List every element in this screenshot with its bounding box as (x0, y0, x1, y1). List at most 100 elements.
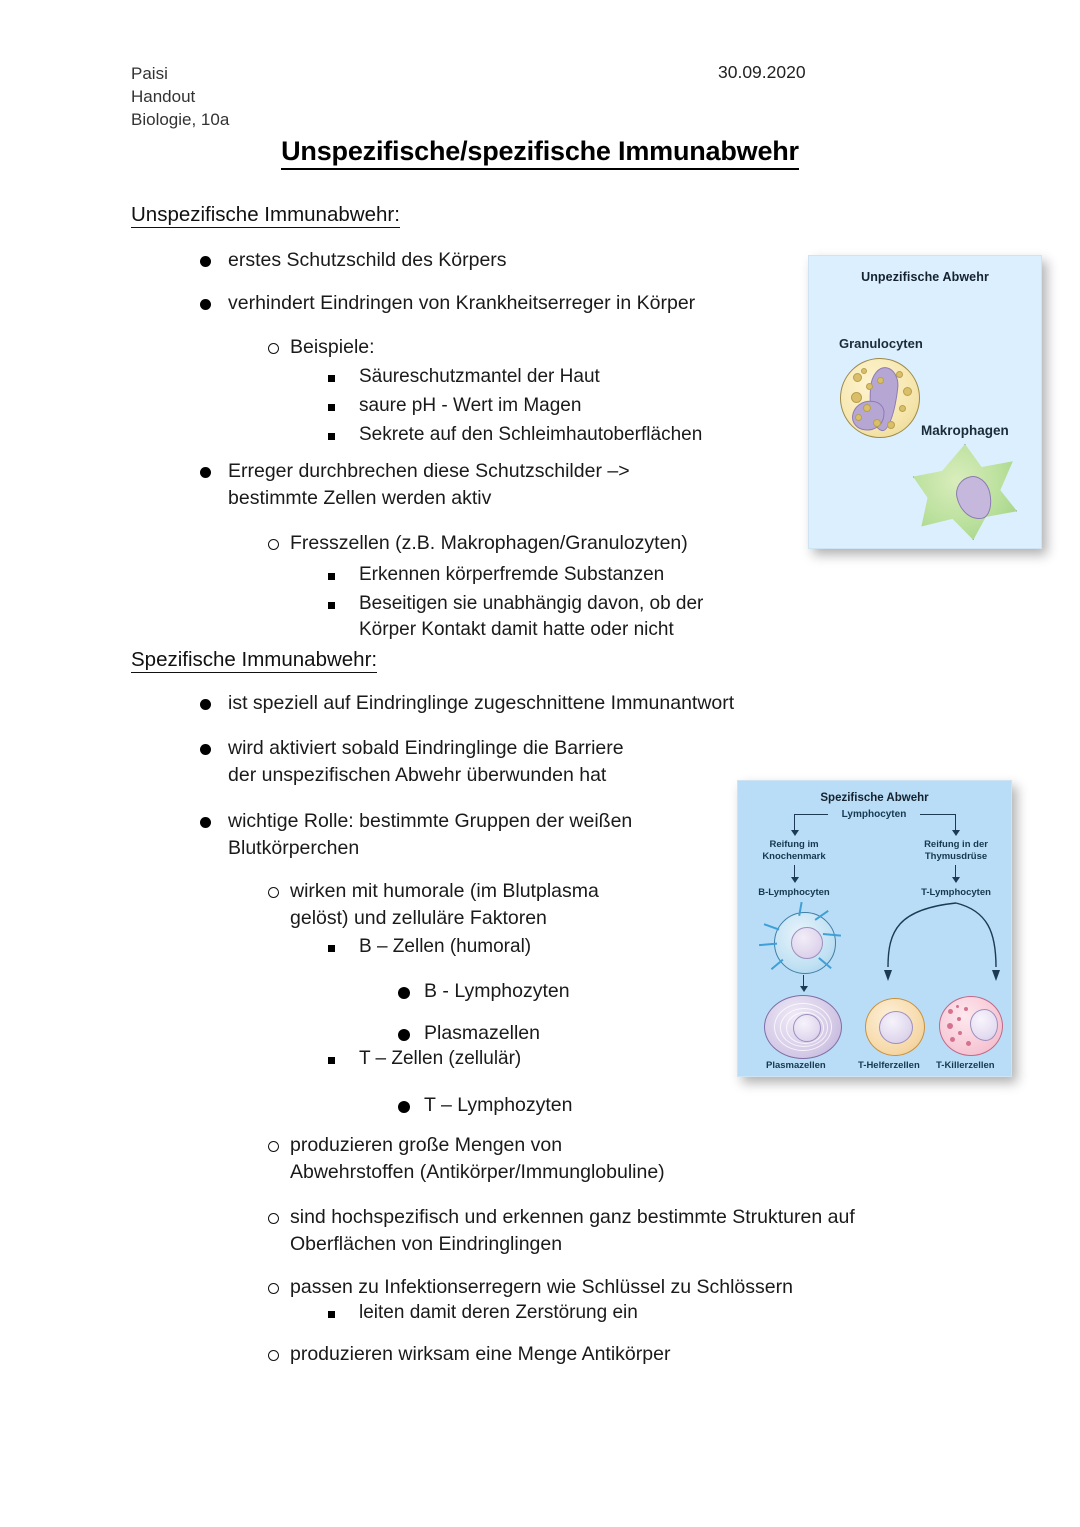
bullet-unspecific-9: Erkennen körperfremde Substanzen (328, 562, 828, 588)
square-bullet-icon (328, 934, 359, 960)
granule-dot (861, 368, 867, 374)
macrophage-cell-illustration (913, 444, 1017, 540)
figure-caption-plasmazellen: Plasmazellen (766, 1060, 826, 1071)
bullet-text: erstes Schutzschild des Körpers (228, 249, 507, 271)
connector-line (803, 975, 805, 988)
circle-bullet-icon (268, 878, 290, 905)
disc-bullet-icon (200, 290, 228, 317)
figure-caption-tkillerzellen: T-Killerzellen (936, 1060, 995, 1071)
t-killer-cell-illustration (939, 996, 1003, 1056)
granule-dot (877, 377, 884, 384)
circle-bullet-icon (268, 1274, 290, 1301)
figure-specific-title: Spezifische Abwehr (820, 792, 929, 804)
bullet-text: saure pH - Wert im Magen (359, 395, 582, 416)
connector-line (920, 814, 956, 816)
killer-granule (948, 1009, 953, 1014)
document-title-text: Unspezifische/spezifische Immunabwehr (281, 136, 799, 170)
plasma-swirl (774, 1003, 832, 1051)
section-heading-unspecific: Unspezifische Immunabwehr: (131, 203, 400, 228)
killer-granule (966, 1041, 971, 1046)
plasma-cell-illustration (764, 995, 842, 1059)
figure-caption-thelferzellen: T-Helferzellen (858, 1060, 920, 1071)
bullet-text: leiten damit deren Zerstörung ein (359, 1302, 638, 1323)
bullet-specific-12: passen zu Infektionserregern wie Schlüss… (268, 1274, 908, 1301)
granule-dot (873, 419, 881, 427)
bullet-specific-1: ist speziell auf Eindringlinge zugeschni… (200, 690, 840, 717)
killer-granule (956, 1005, 959, 1008)
square-bullet-icon (328, 1046, 359, 1072)
bullet-specific-13: leiten damit deren Zerstörung ein (328, 1300, 828, 1326)
meta-course: Biologie, 10a (131, 110, 230, 129)
square-bullet-icon (328, 364, 359, 390)
granule-dot (863, 404, 871, 412)
document-date: 30.09.2020 (718, 62, 806, 82)
cell-spike (798, 901, 803, 916)
figure-label-reifung-knochenmark: Reifung im Knochenmark (762, 839, 826, 862)
bullet-specific-7: Plasmazellen (398, 1020, 758, 1047)
granulocyte-nucleus (865, 365, 901, 433)
figure-unspecific-title: Unpezifische Abwehr (861, 270, 989, 284)
bullet-unspecific-7: Erreger durchbrechen diese Schutzschilde… (200, 458, 800, 512)
cell-spike (822, 933, 842, 937)
bullet-specific-10: produzieren große Mengen von Abwehrstoff… (268, 1132, 728, 1186)
cell-spike (758, 943, 778, 947)
bullet-text: ist speziell auf Eindringlinge zugeschni… (228, 692, 735, 714)
granule-dot (853, 373, 862, 382)
bullet-unspecific-6: Sekrete auf den Schleimhautoberflächen (328, 422, 828, 448)
bullet-unspecific-10: Beseitigen sie unabhängig davon, ob der … (328, 591, 798, 643)
disc-bullet-icon (200, 735, 228, 762)
cell-spike (770, 959, 784, 971)
granule-dot (887, 421, 895, 429)
disc-bullet-icon (200, 808, 228, 835)
bullet-text: wird aktiviert sobald Eindringlinge die … (228, 737, 624, 786)
bullet-specific-6: B - Lymphozyten (398, 978, 758, 1005)
figure-label-lymphocyten: Lymphocyten (841, 809, 907, 820)
bullet-text: produzieren wirksam eine Menge Antikörpe… (290, 1343, 671, 1365)
bullet-text: produzieren große Mengen von Abwehrstoff… (290, 1134, 665, 1183)
figure-label-reifung-thymus: Reifung in der Thymusdrüse (924, 839, 988, 862)
bullet-specific-14: produzieren wirksam eine Menge Antikörpe… (268, 1341, 868, 1368)
bullet-text: T – Lymphozyten (424, 1094, 573, 1116)
square-bullet-icon (328, 422, 359, 448)
figure-label-granulocyten: Granulocyten (839, 336, 923, 351)
bullet-unspecific-8: Fresszellen (z.B. Makrophagen/Granulozyt… (268, 530, 828, 557)
bullet-specific-8: T – Zellen (zellulär) (328, 1046, 728, 1072)
bullet-text: wichtige Rolle: bestimmte Gruppen der we… (228, 810, 633, 859)
meta-doctype: Handout (131, 87, 196, 106)
bullet-text: verhindert Eindringen von Krankheitserre… (228, 292, 696, 314)
figure-specific-defense: Spezifische Abwehr Lymphocyten Reifung i… (737, 780, 1012, 1077)
cell-spike (814, 909, 829, 921)
figure-label-makrophagen: Makrophagen (921, 423, 1009, 438)
bullet-text: wirken mit humorale (im Blutplasma gelös… (290, 880, 599, 929)
t-helper-cell-illustration (865, 998, 925, 1056)
bullet-specific-11: sind hochspezifisch und erkennen ganz be… (268, 1204, 948, 1258)
b-lymphocyte-cell-illustration (758, 901, 842, 974)
granule-dot (899, 405, 906, 412)
bullet-text: Säureschutzmantel der Haut (359, 366, 600, 387)
bullet-specific-3: wichtige Rolle: bestimmte Gruppen der we… (200, 808, 720, 862)
square-bullet-icon (328, 562, 359, 588)
disc-bullet-icon (200, 458, 228, 485)
granulocyte-cell-illustration (840, 358, 920, 438)
bullet-specific-9: T – Lymphozyten (398, 1092, 758, 1119)
circle-bullet-icon (268, 1132, 290, 1159)
disc-bullet-icon (398, 1092, 424, 1119)
figure-unspecific-defense: Unpezifische Abwehr Granulocyten Makroph… (808, 255, 1042, 549)
killer-granule (947, 1023, 953, 1029)
bullet-unspecific-4: Säureschutzmantel der Haut (328, 364, 828, 390)
plasma-swirl (780, 1008, 828, 1047)
bullet-text: Sekrete auf den Schleimhautoberflächen (359, 424, 703, 445)
arrow-head-icon (951, 830, 960, 836)
bullet-text: Beseitigen sie unabhängig davon, ob der … (359, 593, 704, 640)
connector-line (794, 814, 796, 831)
section-heading-specific: Spezifische Immunabwehr: (131, 648, 378, 673)
arrow-head-icon (790, 877, 799, 883)
bullet-text: Fresszellen (z.B. Makrophagen/Granulozyt… (290, 532, 688, 554)
bullet-text: B - Lymphozyten (424, 980, 570, 1002)
bullet-text: Erreger durchbrechen diese Schutzschilde… (228, 460, 630, 509)
plasma-cell-nucleus (793, 1014, 821, 1042)
disc-bullet-icon (398, 978, 424, 1005)
plasma-swirl (786, 1012, 824, 1044)
arrow-head-icon (800, 986, 808, 992)
